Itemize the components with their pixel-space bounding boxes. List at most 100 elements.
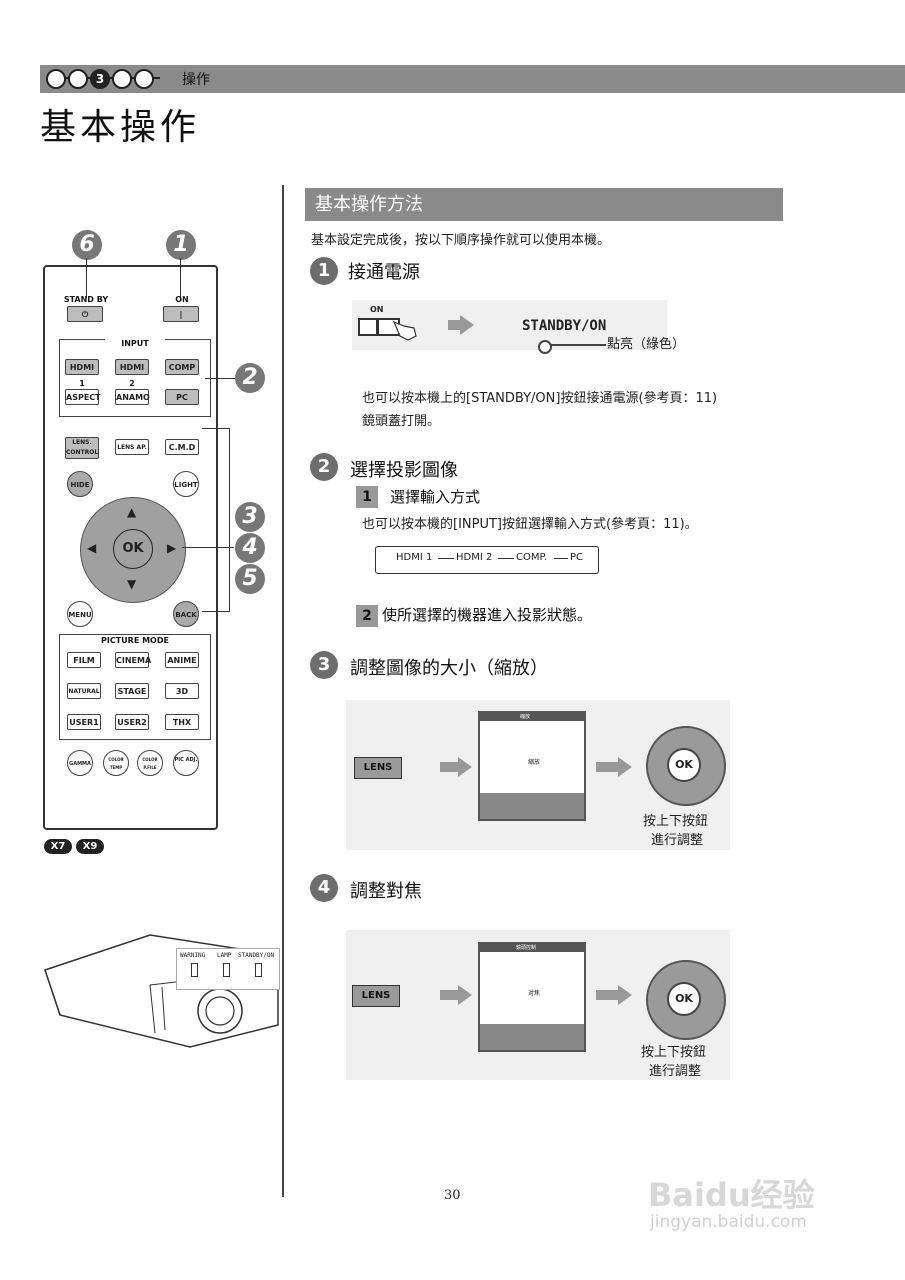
hide-button: HIDE — [67, 471, 93, 497]
back-button: BACK — [173, 601, 199, 627]
standby-label: STANDBY/ON — [522, 318, 607, 334]
user2-button: USER2 — [115, 714, 149, 730]
ok-button-icon: OK — [667, 982, 701, 1016]
ok-button: OK — [113, 529, 153, 569]
step-1-note-2: 鏡頭蓋打開。 — [362, 414, 441, 429]
chapter-dot-2 — [68, 69, 88, 89]
lamp-led-icon — [223, 963, 230, 977]
input-cycle-diagram: HDMI 1 HDMI 2 COMP. PC — [375, 546, 599, 574]
input-cycle-comp: COMP. — [516, 552, 548, 563]
thx-button: THX — [165, 714, 199, 730]
arrow-right-icon — [458, 757, 472, 777]
cycle-arrow-line — [554, 558, 568, 559]
callout-6: 6 — [72, 230, 102, 260]
aspect-button: ASPECT — [65, 389, 101, 405]
standby-on-label: STANDBY/ON — [238, 952, 275, 959]
column-divider — [282, 185, 284, 1197]
step-2-sub-1-badge: 1 — [356, 486, 378, 508]
power-icon: ⏻ — [67, 306, 103, 322]
warning-led-icon — [191, 963, 198, 977]
step-1-title: 接通電源 — [348, 262, 420, 283]
step-2-badge: 2 — [310, 453, 338, 481]
left-arrow-icon: ◀ — [87, 541, 97, 555]
cinema-button: CINEMA — [115, 652, 151, 668]
callout-6-line — [86, 258, 87, 298]
chapter-dot-current: 3 — [90, 69, 110, 89]
chapter-dot-1 — [46, 69, 66, 89]
color-temp-button: COLOR TEMP — [103, 750, 129, 776]
callout-3: 3 — [235, 502, 265, 532]
page-title: 基本操作 — [40, 107, 201, 148]
screen-top-label: 縮放 — [520, 714, 531, 720]
adjust-hint-line2: 進行調整 — [649, 1064, 702, 1079]
focus-screen: 鏡頭控制 对焦 — [478, 942, 586, 1052]
section-intro: 基本設定完成後，按以下順序操作就可以使用本機。 — [311, 233, 611, 248]
light-button: LIGHT — [173, 471, 199, 497]
page-number: 30 — [444, 1188, 461, 1203]
step-2-title: 選擇投影圖像 — [350, 460, 458, 481]
picture-mode-label: PICTURE MODE — [101, 636, 169, 645]
cycle-arrow-line — [498, 558, 514, 559]
chapter-label: 操作 — [182, 72, 210, 88]
comp-button: COMP — [165, 359, 199, 375]
step-2-sub-1-title: 選擇輸入方式 — [390, 488, 481, 506]
lens-ap-button: LENS AP. — [115, 439, 149, 455]
anime-button: ANIME — [165, 652, 199, 668]
watermark-url: jingyan.baidu.com — [650, 1212, 807, 1232]
adjust-hint-line1: 按上下按鈕 — [643, 814, 709, 829]
standby-led-icon — [538, 340, 552, 354]
hdmi2-button: HDMI 2 — [115, 359, 149, 388]
arrow-right-icon — [458, 985, 472, 1005]
step-3-badge: 3 — [310, 651, 338, 679]
callout-2-line — [205, 378, 235, 379]
input-cycle-hdmi1: HDMI 1 — [396, 552, 433, 563]
led-leader-line — [550, 344, 606, 346]
watermark-brand: Baidu经验 — [648, 1176, 815, 1214]
callout-2: 2 — [235, 363, 265, 393]
adjust-hint-line2: 進行調整 — [651, 833, 704, 848]
section-title: 基本操作方法 — [305, 188, 783, 221]
step-1-note: 也可以按本機上的[STANDBY/ON]按鈕接通電源(參考頁：11) — [362, 391, 718, 406]
user1-button: USER1 — [67, 714, 101, 730]
arrow-right-icon — [460, 315, 474, 335]
color-profile-button: COLOR P.FILE — [137, 750, 163, 776]
callout-4-line — [182, 547, 234, 548]
menu-button: MENU — [67, 601, 93, 627]
stage-button: STAGE — [115, 683, 149, 699]
pic-adj-button: PIC ADJ. — [173, 750, 199, 776]
callout-bracket-top — [202, 428, 230, 429]
input-cycle-pc: PC — [570, 552, 584, 563]
step-2-sub-2-badge: 2 — [356, 605, 378, 627]
input-cycle-hdmi2: HDMI 2 — [456, 552, 493, 563]
on-button: | — [163, 306, 199, 322]
callout-4: 4 — [235, 533, 265, 563]
anamo-button: ANAMO — [115, 389, 150, 405]
screen-top-bar — [480, 944, 584, 952]
callout-1-line — [180, 258, 181, 298]
natural-button: NATURAL — [67, 683, 101, 699]
step-4-badge: 4 — [310, 874, 338, 902]
step-4-title: 調整對焦 — [350, 881, 422, 902]
screen-top-bar — [480, 713, 584, 721]
step-2-sub-2-title: 使所選擇的機器進入投影狀態。 — [382, 606, 593, 624]
step-1-panel — [352, 300, 667, 350]
callout-1: 1 — [166, 230, 196, 260]
input-label: INPUT — [105, 339, 165, 348]
lens-control-button: LENS. CONTROL — [65, 437, 99, 459]
up-arrow-icon: ▲ — [127, 505, 137, 519]
chapter-dot-5 — [134, 69, 154, 89]
model-badge-x9: X9 — [76, 839, 104, 854]
warning-label: WARNING — [180, 952, 206, 959]
chapter-bar: 3 操作 — [40, 65, 905, 93]
chapter-dot-4 — [112, 69, 132, 89]
callout-5: 5 — [235, 564, 265, 594]
screen-center-label: 对焦 — [528, 990, 541, 997]
callout-bracket-side — [229, 428, 230, 611]
adjust-hint-line1: 按上下按鈕 — [641, 1045, 707, 1060]
screen-footer — [480, 1024, 584, 1050]
pointing-hand-icon — [392, 316, 417, 341]
screen-footer — [480, 793, 584, 819]
on-label: ON — [370, 305, 384, 314]
cmd-button: C.M.D — [165, 439, 199, 455]
arrow-right-icon — [618, 757, 632, 777]
